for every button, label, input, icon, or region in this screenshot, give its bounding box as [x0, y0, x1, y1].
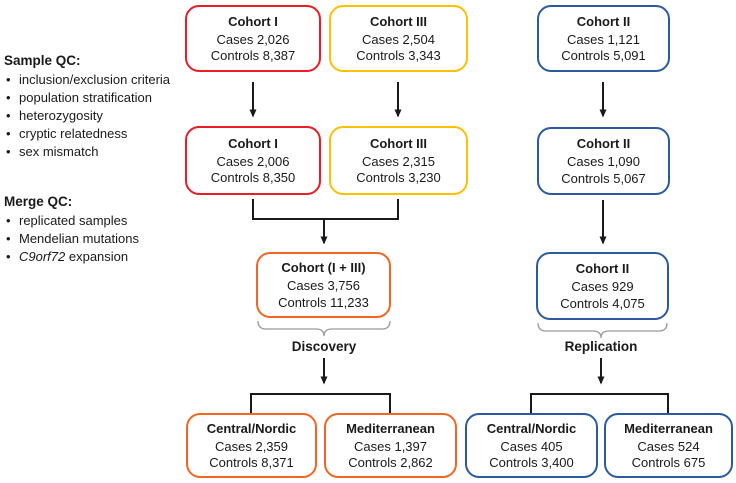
box-discovery-central-nordic: Central/Nordic Cases 2,359 Controls 8,37…	[186, 413, 317, 478]
box-controls: Controls 8,350	[210, 170, 296, 185]
discovery-label: Discovery	[291, 339, 357, 354]
box-title: Central/Nordic	[486, 420, 577, 436]
box-title: Cohort II	[575, 261, 630, 276]
box-cases: Cases 405	[500, 438, 563, 454]
box-title: Cohort III	[369, 135, 428, 151]
sample-qc-item: heterozygosity	[4, 107, 170, 125]
box-controls: Controls 8,371	[209, 455, 294, 470]
box-title: Cohort II	[576, 13, 631, 29]
box-cohort2-final: Cohort II Cases 929 Controls 4,075	[536, 252, 669, 320]
box-replication-mediterranean: Mediterranean Cases 524 Controls 675	[604, 413, 733, 478]
box-cohort-merged: Cohort (I + III) Cases 3,756 Controls 11…	[256, 252, 391, 318]
discovery-split	[250, 393, 391, 414]
sample-qc-block: Sample QC: inclusion/exclusion criteria …	[4, 53, 170, 161]
merge-qc-heading: Merge QC:	[4, 194, 73, 209]
box-title: Cohort I	[228, 13, 278, 29]
box-cohort2-initial: Cohort II Cases 1,121 Controls 5,091	[537, 5, 670, 72]
box-title: Central/Nordic	[206, 420, 297, 436]
box-cases: Cases 2,504	[362, 31, 435, 47]
merge-qc-block: Merge QC: replicated samples Mendelian m…	[4, 194, 139, 266]
sample-qc-item: inclusion/exclusion criteria	[4, 71, 170, 89]
gene-rest: expansion	[65, 249, 129, 264]
box-title: Cohort (I + III)	[281, 260, 366, 275]
box-controls: Controls 5,091	[561, 48, 646, 63]
box-title: Mediterranean	[624, 420, 713, 436]
box-cohort3-qc: Cohort III Cases 2,315 Controls 3,230	[329, 126, 468, 195]
box-cohort2-qc: Cohort II Cases 1,090 Controls 5,067	[537, 127, 670, 195]
box-cases: Cases 1,090	[567, 154, 640, 169]
sample-qc-heading: Sample QC:	[4, 53, 81, 68]
box-cohort1-initial: Cohort I Cases 2,026 Controls 8,387	[185, 5, 321, 72]
sample-qc-item: population stratification	[4, 89, 170, 107]
box-controls: Controls 3,400	[489, 455, 574, 470]
box-controls: Controls 4,075	[560, 295, 645, 311]
box-controls: Controls 8,387	[210, 48, 296, 63]
box-controls: Controls 675	[631, 455, 706, 470]
discovery-brace	[257, 320, 391, 337]
replication-brace	[537, 322, 668, 339]
sample-qc-item: sex mismatch	[4, 143, 170, 161]
box-controls: Controls 11,233	[278, 294, 369, 310]
box-title: Cohort II	[576, 136, 631, 151]
box-cohort3-initial: Cohort III Cases 2,504 Controls 3,343	[329, 5, 468, 72]
box-controls: Controls 5,067	[561, 170, 646, 186]
box-cases: Cases 1,121	[567, 31, 640, 47]
box-controls: Controls 2,862	[348, 455, 433, 470]
box-cases: Cases 929	[571, 279, 634, 294]
box-controls: Controls 3,230	[356, 170, 441, 185]
replication-label: Replication	[564, 339, 638, 354]
box-title: Cohort III	[369, 13, 428, 29]
box-replication-central-nordic: Central/Nordic Cases 405 Controls 3,400	[465, 413, 598, 478]
merge-qc-item: replicated samples	[4, 212, 139, 230]
box-cases: Cases 524	[637, 438, 700, 454]
merge-qc-list: replicated samples Mendelian mutations C…	[4, 212, 139, 266]
box-controls: Controls 3,343	[356, 48, 441, 63]
merge-bracket	[252, 199, 399, 220]
gene-name: C9orf72	[19, 249, 66, 264]
box-cases: Cases 2,026	[216, 31, 290, 47]
box-cases: Cases 3,756	[287, 278, 360, 293]
box-cohort1-qc: Cohort I Cases 2,006 Controls 8,350	[185, 126, 321, 195]
merge-qc-item-gene: C9orf72 expansion	[4, 248, 139, 266]
box-title: Cohort I	[228, 135, 278, 151]
sample-qc-item: cryptic relatedness	[4, 125, 170, 143]
box-cases: Cases 2,359	[215, 438, 288, 454]
sample-qc-list: inclusion/exclusion criteria population …	[4, 71, 170, 161]
box-cases: Cases 2,315	[362, 153, 435, 169]
box-title: Mediterranean	[346, 420, 435, 436]
box-discovery-mediterranean: Mediterranean Cases 1,397 Controls 2,862	[324, 413, 457, 478]
box-cases: Cases 1,397	[354, 438, 427, 454]
replication-split	[530, 393, 669, 414]
box-cases: Cases 2,006	[216, 153, 290, 169]
merge-qc-item: Mendelian mutations	[4, 230, 139, 248]
